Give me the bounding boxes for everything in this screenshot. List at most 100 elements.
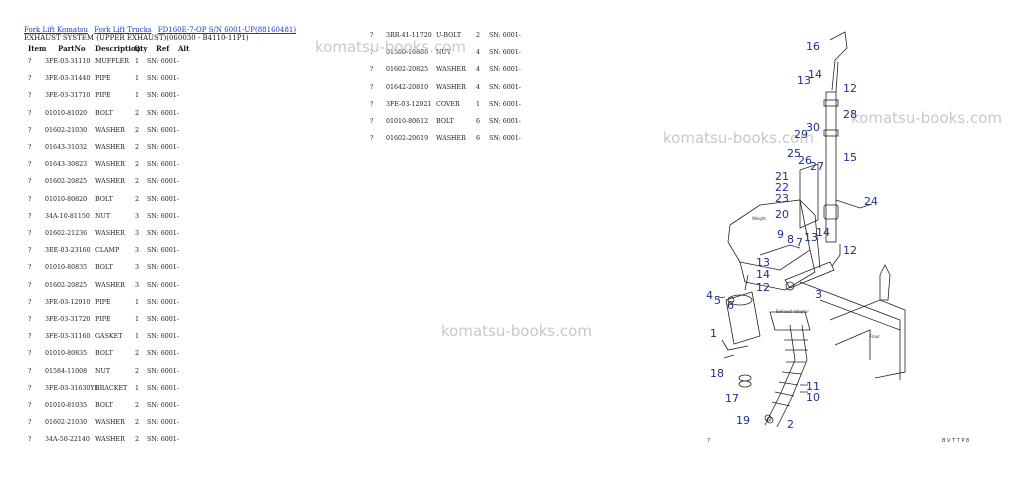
watermark: komatsu-books.com	[663, 129, 814, 147]
breadcrumb-link-category[interactable]: Fork Lift Trucks	[94, 26, 152, 34]
cell-partno: 34A-50-22140	[45, 436, 90, 444]
cell-item: ?	[370, 100, 374, 108]
callout-label: 4	[706, 289, 713, 302]
cell-qty: 2	[135, 367, 140, 375]
cell-partno: 34A-10-81150	[45, 212, 90, 220]
cell-description: WASHER	[95, 281, 125, 289]
cell-description: BOLT	[95, 402, 113, 409]
cell-serial: SN: 6001-	[147, 436, 179, 444]
col-header-description: Description	[95, 44, 141, 53]
cell-partno: 3FE-03-31110	[45, 58, 91, 65]
cell-qty: 2	[135, 195, 140, 203]
callout-label: 15	[843, 151, 857, 164]
cell-item: ?	[28, 161, 32, 169]
cell-item: ?	[28, 230, 32, 237]
cell-partno: 01602-20619	[386, 135, 429, 143]
callout-label: 18	[710, 367, 724, 380]
cell-qty: 2	[135, 144, 140, 151]
breadcrumb: Fork Lift Komatsu Fork Lift Trucks FD160…	[24, 26, 296, 34]
breadcrumb-link-make[interactable]: Fork Lift Komatsu	[24, 26, 88, 34]
cell-partno: 3FE-03-12910	[45, 298, 91, 306]
callout-label: 22	[775, 181, 789, 194]
cell-description: PIPE	[95, 316, 111, 323]
cell-partno: 01642-20810	[386, 83, 429, 91]
cell-qty: 1	[476, 100, 481, 108]
col-header-ref: Ref	[156, 44, 170, 53]
cell-description: BOLT	[436, 118, 454, 125]
cell-qty: 1	[135, 75, 140, 83]
cell-partno: 3FE-03-31440	[45, 75, 91, 83]
callout-label: 25	[787, 147, 801, 160]
callout-label: 5	[714, 294, 721, 307]
callout-label: 2	[787, 418, 794, 431]
breadcrumb-link-model[interactable]: FD160E-7-OP S/N 6001-UP(88160481)	[157, 26, 297, 34]
callout-label: 26	[798, 154, 812, 167]
cell-item: ?	[28, 419, 32, 427]
callout-label: 21	[775, 170, 789, 183]
cell-item: ?	[28, 298, 32, 306]
cell-item: ?	[28, 281, 32, 289]
callout-label: 6	[727, 299, 734, 312]
cell-description: PIPE	[95, 75, 111, 83]
cell-serial: SN: 6001-	[147, 298, 179, 306]
cell-description: PIPE	[95, 92, 111, 100]
callout-label: 13	[804, 231, 818, 244]
cell-partno: 01010-81020	[45, 109, 88, 117]
cell-description: NUT	[95, 367, 111, 375]
cell-serial: SN: 6001-	[147, 419, 179, 427]
cell-qty: 2	[476, 32, 481, 39]
callout-label: 16	[806, 40, 820, 53]
cell-item: ?	[28, 195, 32, 203]
cell-item: ?	[28, 178, 32, 186]
page-mark-left: 7	[707, 438, 710, 444]
callout-label: 27	[810, 160, 824, 173]
cell-partno: 3FE-03-31160	[45, 333, 91, 341]
cell-partno: 01010-80835	[45, 264, 88, 272]
cell-qty: 4	[476, 49, 481, 57]
cell-description: WASHER	[95, 144, 125, 151]
cell-qty: 2	[135, 109, 140, 117]
cell-serial: SN: 6001-	[147, 264, 179, 272]
cell-serial: SN: 6001-	[147, 92, 179, 100]
cell-description: MUFFLER	[95, 58, 130, 65]
col-header-partno: PartNo	[58, 44, 86, 53]
page-mark-right: B V T 7 P 8	[942, 438, 969, 444]
cell-description: U-BOLT	[436, 32, 462, 39]
cell-qty: 4	[476, 83, 481, 91]
watermark: komatsu-books.com	[315, 38, 466, 56]
cell-description: WASHER	[95, 436, 125, 444]
cell-item: ?	[370, 49, 374, 57]
cell-partno: 01602-20825	[45, 281, 88, 289]
cell-description: BOLT	[95, 109, 113, 117]
cell-item: ?	[28, 247, 32, 255]
cell-item: ?	[370, 135, 374, 143]
cell-qty: 3	[135, 230, 140, 237]
cell-description: WASHER	[95, 178, 125, 186]
cell-serial: SN: 6001-	[489, 83, 521, 91]
cell-description: NUT	[436, 49, 452, 57]
cell-qty: 2	[135, 419, 140, 427]
callout-label: 30	[806, 121, 820, 134]
cell-partno: 01643-31032	[45, 144, 88, 151]
cell-partno: 01584-11008	[45, 367, 88, 375]
cell-description: WASHER	[436, 135, 466, 143]
cell-description: PIPE	[95, 298, 111, 306]
cell-qty: 2	[135, 126, 140, 134]
cell-partno: 01010-80820	[45, 195, 88, 203]
cell-partno: 3FE-03-31630YL	[45, 384, 99, 392]
cell-item: ?	[28, 58, 32, 65]
cell-serial: SN: 6001-	[147, 281, 179, 289]
cell-qty: 3	[135, 247, 140, 255]
callout-label: 3	[815, 288, 822, 301]
cell-description: WASHER	[95, 161, 125, 169]
cell-item: ?	[28, 350, 32, 358]
cell-qty: 2	[135, 178, 140, 186]
cell-item: ?	[28, 144, 32, 151]
col-header-qty: Qty	[134, 44, 148, 53]
cell-item: ?	[28, 333, 32, 341]
cell-partno: 01602-20825	[45, 178, 88, 186]
cell-serial: SN: 6001-	[147, 58, 179, 65]
cell-serial: SN: 6001-	[147, 230, 179, 237]
cell-serial: SN: 6001-	[147, 178, 179, 186]
callout-label: 23	[775, 192, 789, 205]
